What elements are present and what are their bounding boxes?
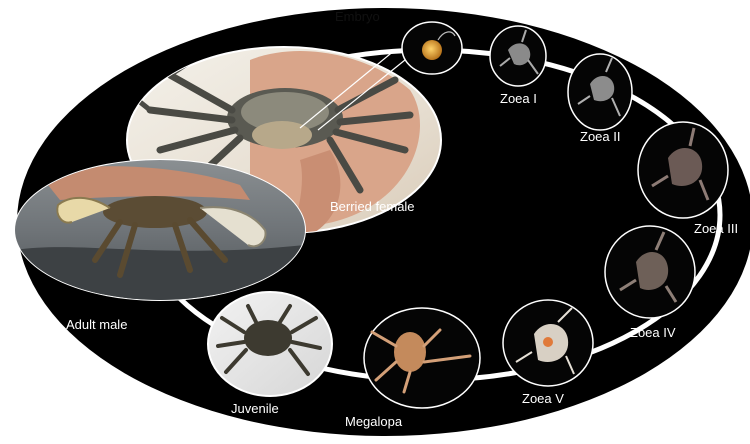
juvenile-photo	[208, 292, 332, 396]
label-zoea-2: Zoea II	[580, 130, 620, 143]
zoea-5-stage	[503, 300, 593, 386]
zoea-2-stage	[568, 54, 632, 130]
embryo-stage	[402, 22, 462, 74]
label-berried-female: Berried female	[330, 200, 415, 213]
label-adult-male: Adult male	[66, 318, 127, 331]
label-megalopa: Megalopa	[345, 415, 402, 428]
zoea-3-stage	[638, 122, 728, 218]
zoea-1-stage	[490, 26, 546, 86]
megalopa-stage	[364, 308, 480, 408]
label-juvenile: Juvenile	[231, 402, 279, 415]
adult-male-photo	[15, 160, 305, 300]
label-zoea-1: Zoea I	[500, 92, 537, 105]
label-embryo: Embryo	[335, 10, 380, 23]
zoea-4-stage	[605, 226, 695, 318]
label-zoea-3: Zoea III	[694, 222, 738, 235]
label-zoea-4: Zoea IV	[630, 326, 676, 339]
label-zoea-5: Zoea V	[522, 392, 564, 405]
